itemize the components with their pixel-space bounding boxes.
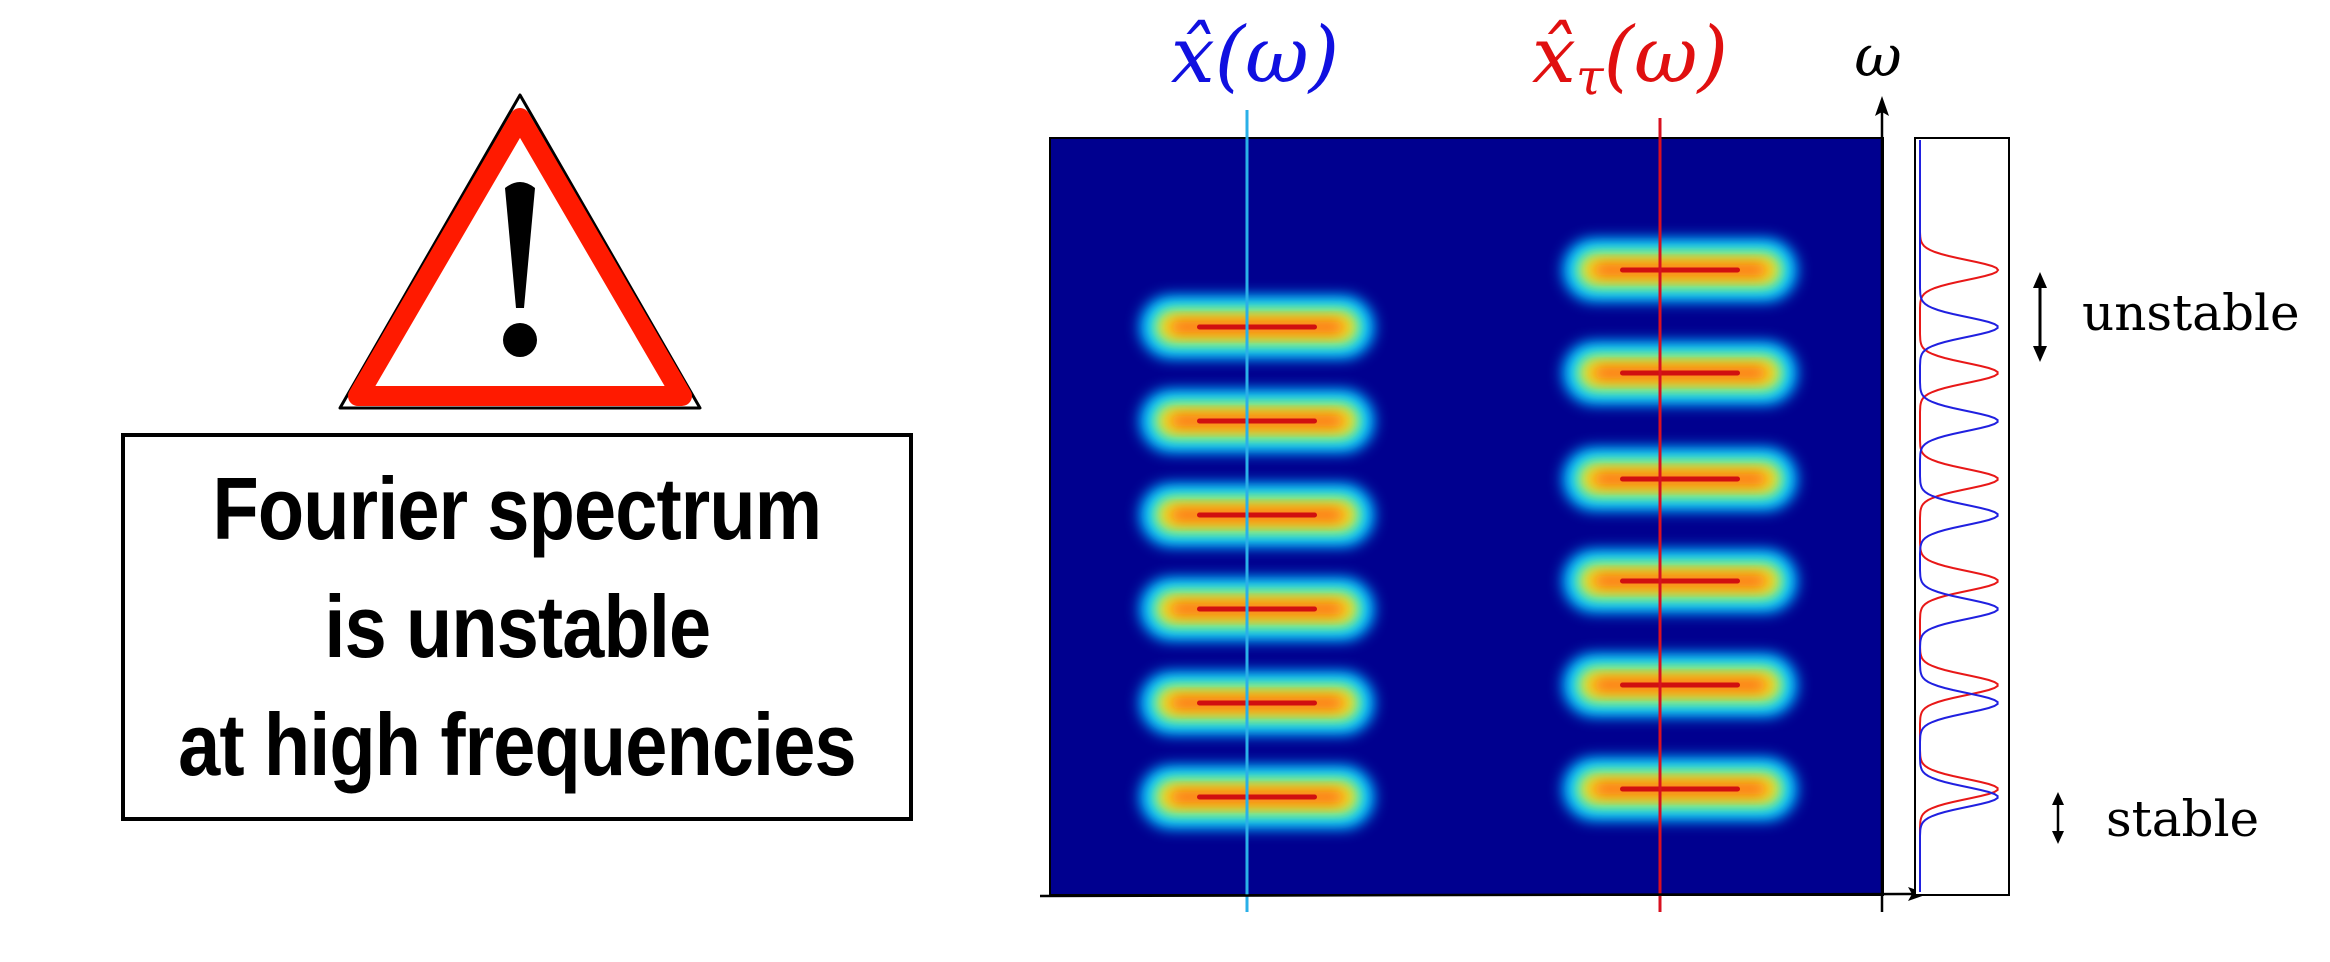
x-tau-hat-label: x̂τ(ω) (1532, 11, 1728, 106)
energy-blob (1139, 765, 1375, 829)
x-tau-subscript: τ (1576, 48, 1605, 106)
energy-blob (1562, 447, 1798, 511)
stable-range-arrow (2052, 792, 2064, 844)
x-axis (1039, 892, 1919, 898)
caption-line: at high frequencies (178, 695, 856, 794)
heatmap-panel (1049, 137, 1884, 896)
energy-blob (1139, 295, 1375, 359)
x-hat-label: x̂(ω) (1171, 11, 1339, 101)
axes (1039, 96, 1928, 912)
energy-blob (1562, 238, 1798, 302)
profile-frame (1914, 137, 2010, 896)
profile-curve-red (1919, 140, 2000, 892)
energy-blob (1139, 389, 1375, 453)
energy-blob (1562, 757, 1798, 821)
x-tau-hat-base: x̂ (1532, 11, 1576, 101)
caption-box: Fourier spectrum is unstable at high fre… (121, 433, 913, 821)
warning-sign (338, 93, 702, 410)
energy-blob (1562, 653, 1798, 717)
profile-curve-blue (1919, 140, 1999, 892)
energy-blob (1139, 671, 1375, 735)
unstable-label: unstable (2082, 284, 2300, 342)
omega-axis-label: ω (1854, 22, 1901, 90)
caption-line: Fourier spectrum (212, 459, 823, 558)
x-tau-argument: (ω) (1604, 11, 1728, 101)
caption-line: is unstable (324, 577, 711, 676)
profile-panel (1914, 137, 2010, 896)
energy-blob (1139, 483, 1375, 547)
omega-axis-arrow-icon (1875, 96, 1889, 116)
energy-blob (1562, 549, 1798, 613)
stable-label: stable (2106, 790, 2259, 848)
unstable-range-arrow (2033, 272, 2047, 362)
energy-blob (1139, 577, 1375, 641)
energy-blob (1562, 341, 1798, 405)
